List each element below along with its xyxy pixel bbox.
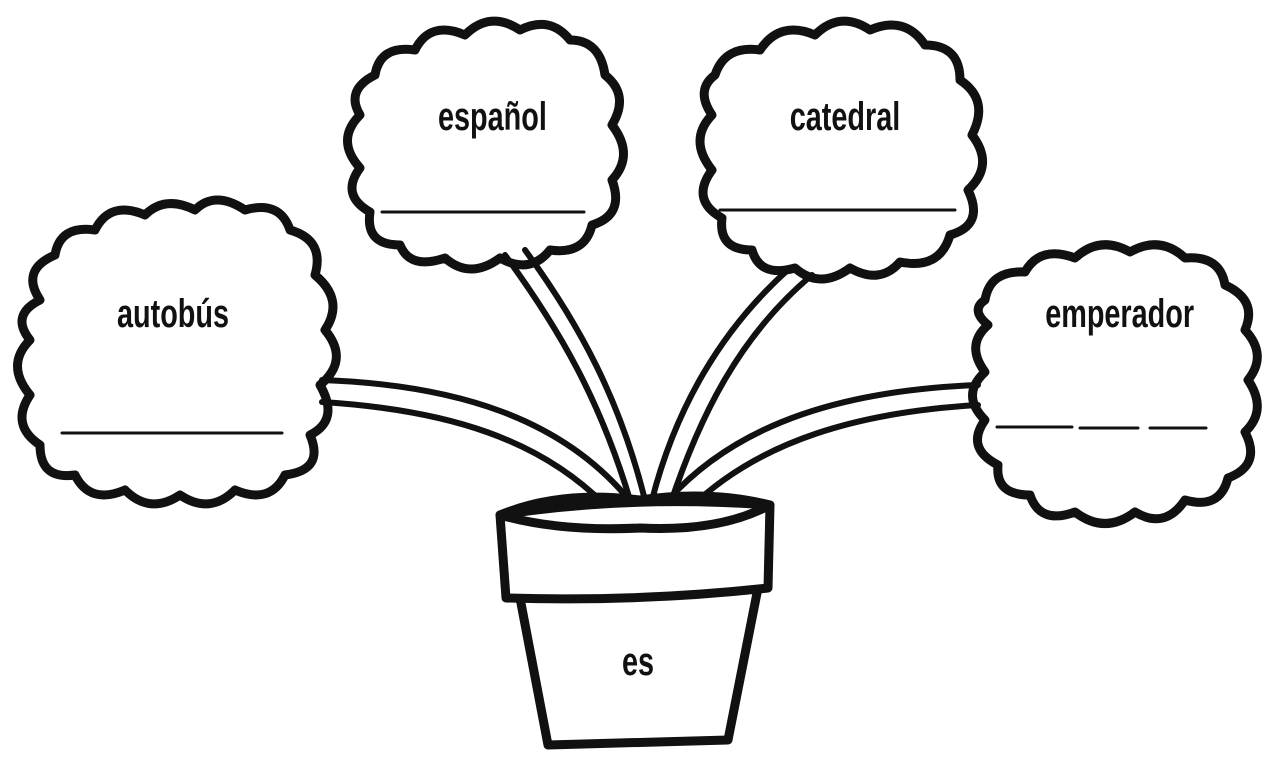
flower-cloud-emperador — [973, 245, 1258, 524]
flower-word-autobus: autobús — [117, 292, 225, 337]
flower-cloud-autobus — [18, 200, 337, 504]
flower-word-emperador: emperador — [1045, 292, 1175, 337]
flower-word-catedral: catedral — [787, 95, 902, 140]
flower-pot — [500, 496, 770, 745]
pot-label: es — [609, 640, 667, 685]
flower-cloud-catedral — [700, 21, 983, 279]
flower-word-espanol: español — [438, 95, 546, 140]
flower-cloud-espanol — [348, 21, 624, 269]
stems — [322, 250, 978, 508]
